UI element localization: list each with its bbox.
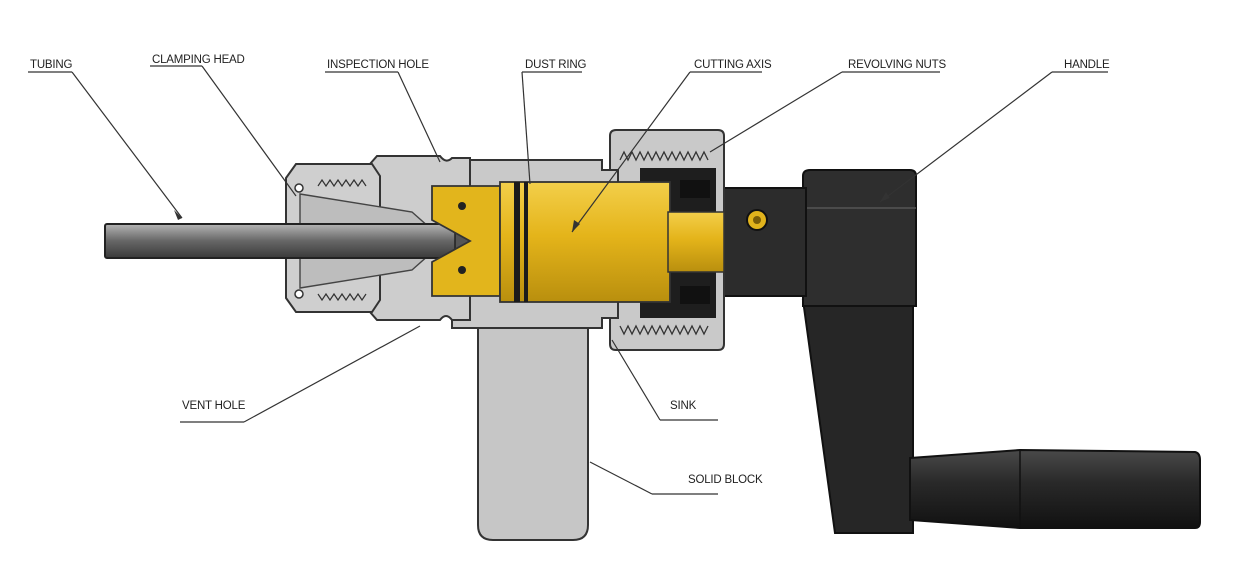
seal-bottom — [680, 286, 710, 304]
label-inspection-hole: INSPECTION HOLE — [327, 59, 429, 71]
dust-ring — [514, 182, 520, 302]
dust-ring-2 — [524, 182, 528, 302]
leader-cutting-axis-diag — [571, 71, 691, 233]
label-dust-ring: DUST RING — [525, 59, 586, 71]
label-vent-hole: VENT HOLE — [182, 400, 246, 412]
label-revolving-nuts: REVOLVING NUTS — [848, 59, 946, 71]
label-solid-block: SOLID BLOCK — [688, 474, 763, 486]
label-clamping-head: CLAMPING HEAD — [152, 54, 245, 66]
leader-solid-block-diag — [589, 461, 653, 495]
clamp-oring-top — [294, 183, 304, 193]
leader-sink-diag — [611, 339, 661, 421]
clamp-thread-top — [317, 178, 367, 188]
label-handle: HANDLE — [1064, 59, 1110, 71]
handle-hub — [802, 169, 917, 307]
leader-vent-hole-diag — [243, 325, 421, 423]
arrow-cutting-axis — [572, 220, 580, 232]
cutting-axis-shaft — [667, 211, 725, 273]
leader-revolving-nuts-diag — [709, 71, 843, 153]
nut-thread-top — [619, 150, 709, 162]
handle-grip — [909, 448, 1201, 529]
leader-inspection-hole-diag — [397, 71, 441, 163]
leader-clamping-head-diag — [201, 65, 297, 197]
label-cutting-axis: CUTTING AXIS — [694, 59, 772, 71]
cutter-dot-bottom — [458, 266, 466, 274]
arrow-handle — [880, 192, 890, 202]
cutting-axis-body — [499, 181, 671, 303]
label-tubing: TUBING — [30, 59, 73, 71]
handle-shaft — [721, 187, 807, 297]
shaft-hole-inner — [753, 216, 761, 224]
leader-handle-diag — [879, 71, 1053, 203]
label-sink: SINK — [670, 400, 697, 412]
nut-thread-bottom — [619, 324, 709, 336]
tubing-shape — [104, 223, 461, 259]
leader-tubing-diag — [71, 71, 183, 219]
leader-dust-ring-diag — [521, 71, 531, 185]
handle-lever — [801, 299, 914, 534]
solid-block-shape — [477, 309, 589, 541]
arrow-tubing — [174, 210, 182, 220]
seal-top — [680, 180, 710, 198]
clamp-oring-bottom — [294, 289, 304, 299]
clamp-thread-bottom — [317, 292, 367, 302]
cutter-dot-top — [458, 202, 466, 210]
